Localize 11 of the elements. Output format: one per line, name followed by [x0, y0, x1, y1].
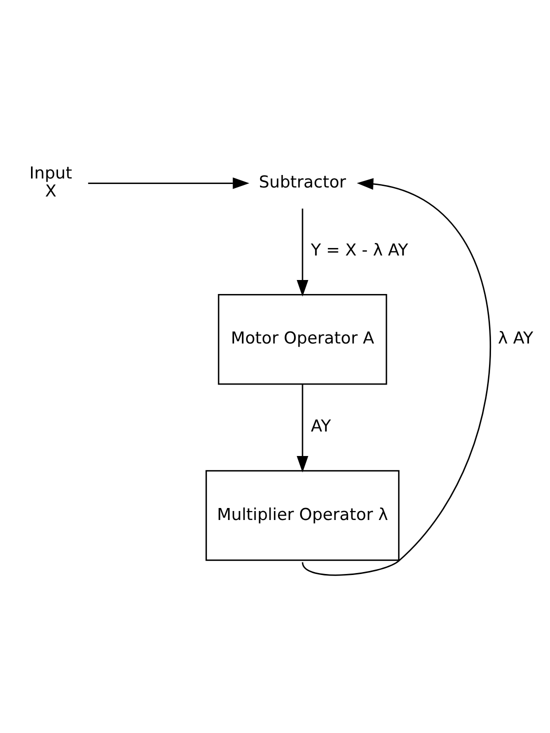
arrow [88, 176, 250, 189]
node-text: Subtractor [258, 172, 346, 192]
node-box: Multiplier Operator λ [206, 470, 400, 560]
edge-label: λ AY [498, 328, 534, 348]
arrow [302, 178, 491, 576]
node-box: Motor Operator A [218, 294, 388, 384]
edge-label: Y = X - λ AY [310, 240, 408, 260]
arrow [296, 208, 308, 296]
edge-label: AY [310, 416, 332, 436]
arrow [296, 384, 308, 472]
node-text: Input X [29, 163, 72, 200]
